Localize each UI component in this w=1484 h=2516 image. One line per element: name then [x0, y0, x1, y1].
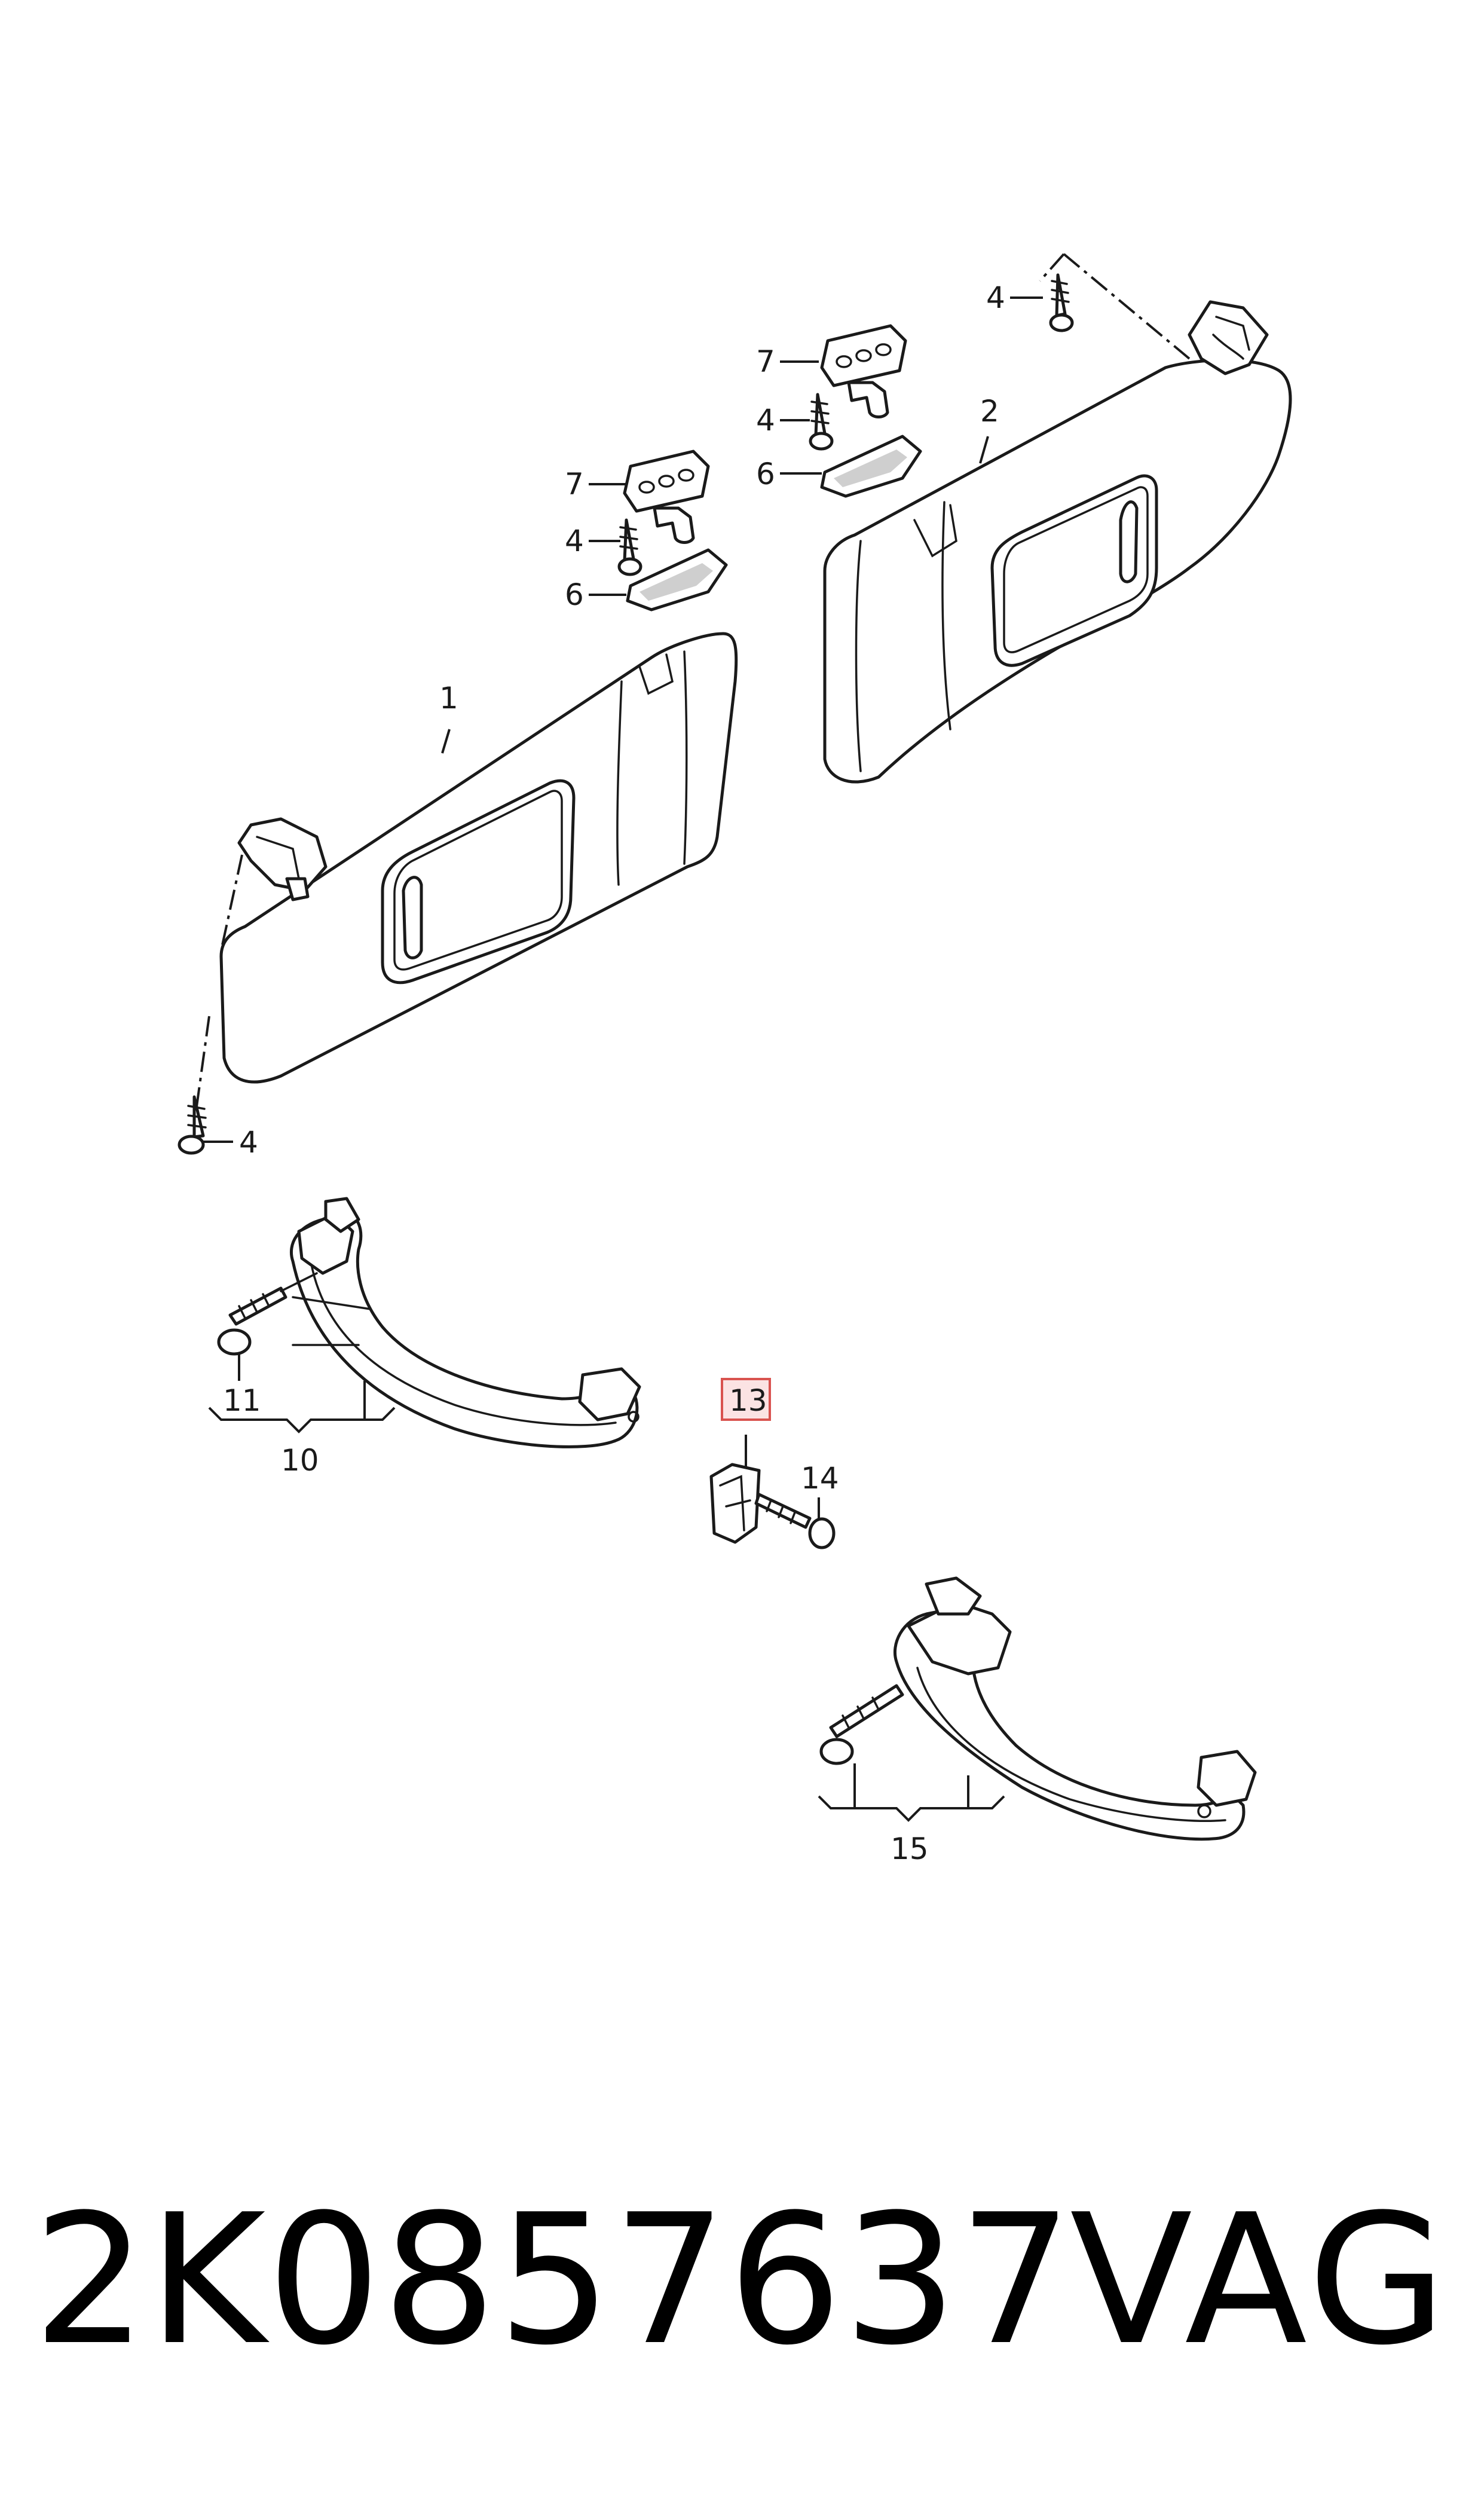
callout-labels: 1 2 4 4 4 4 6 6 7 7 10 11 13 14 15 [223, 280, 1005, 1866]
visor-clip-upper [820, 324, 907, 418]
screw-14 [754, 1493, 836, 1549]
grab-handle-upper [289, 1197, 641, 1448]
bracket-15 [818, 1763, 1005, 1822]
screw-4-top [1049, 273, 1074, 332]
callout-11: 11 [223, 1383, 261, 1418]
screw-15 [819, 1684, 904, 1765]
screw-11 [217, 1272, 318, 1356]
part-number: 2K0857637 [33, 2176, 1074, 2384]
callout-7-upper: 7 [756, 344, 775, 379]
brand-label: VAG [1070, 2176, 1451, 2384]
visor-clip-lower [623, 450, 710, 544]
screw-4-clip-upper [809, 393, 834, 451]
callout-13: 13 [729, 1383, 767, 1418]
callout-7-lower: 7 [565, 467, 584, 502]
callout-10: 10 [281, 1443, 319, 1478]
grab-handle-lower [893, 1576, 1257, 1841]
callout-6-lower: 6 [565, 577, 584, 612]
leader-lines [203, 296, 1043, 1518]
callout-15: 15 [891, 1832, 929, 1866]
callout-14: 14 [801, 1461, 839, 1496]
retaining-clip-13 [709, 1463, 761, 1544]
callout-1: 1 [439, 681, 458, 716]
highlight-box-13 [721, 1378, 771, 1421]
callout-4-clip-lower: 4 [565, 524, 584, 558]
cover-cap-upper [820, 435, 922, 498]
callout-4-top: 4 [986, 280, 1005, 315]
sun-visor-left [219, 632, 738, 1084]
callout-4-bottom: 4 [239, 1125, 258, 1160]
cover-cap-lower [626, 548, 728, 612]
callout-2: 2 [980, 394, 999, 429]
callout-4-clip-upper: 4 [756, 403, 775, 438]
screw-4-bottom [178, 1095, 207, 1155]
callout-6-upper: 6 [756, 457, 775, 491]
sun-visor-right [823, 300, 1292, 784]
bracket-10 [208, 1381, 396, 1433]
footer: 2K0857637 VAG [0, 2152, 1484, 2403]
screw-4-clip-lower [617, 518, 642, 576]
